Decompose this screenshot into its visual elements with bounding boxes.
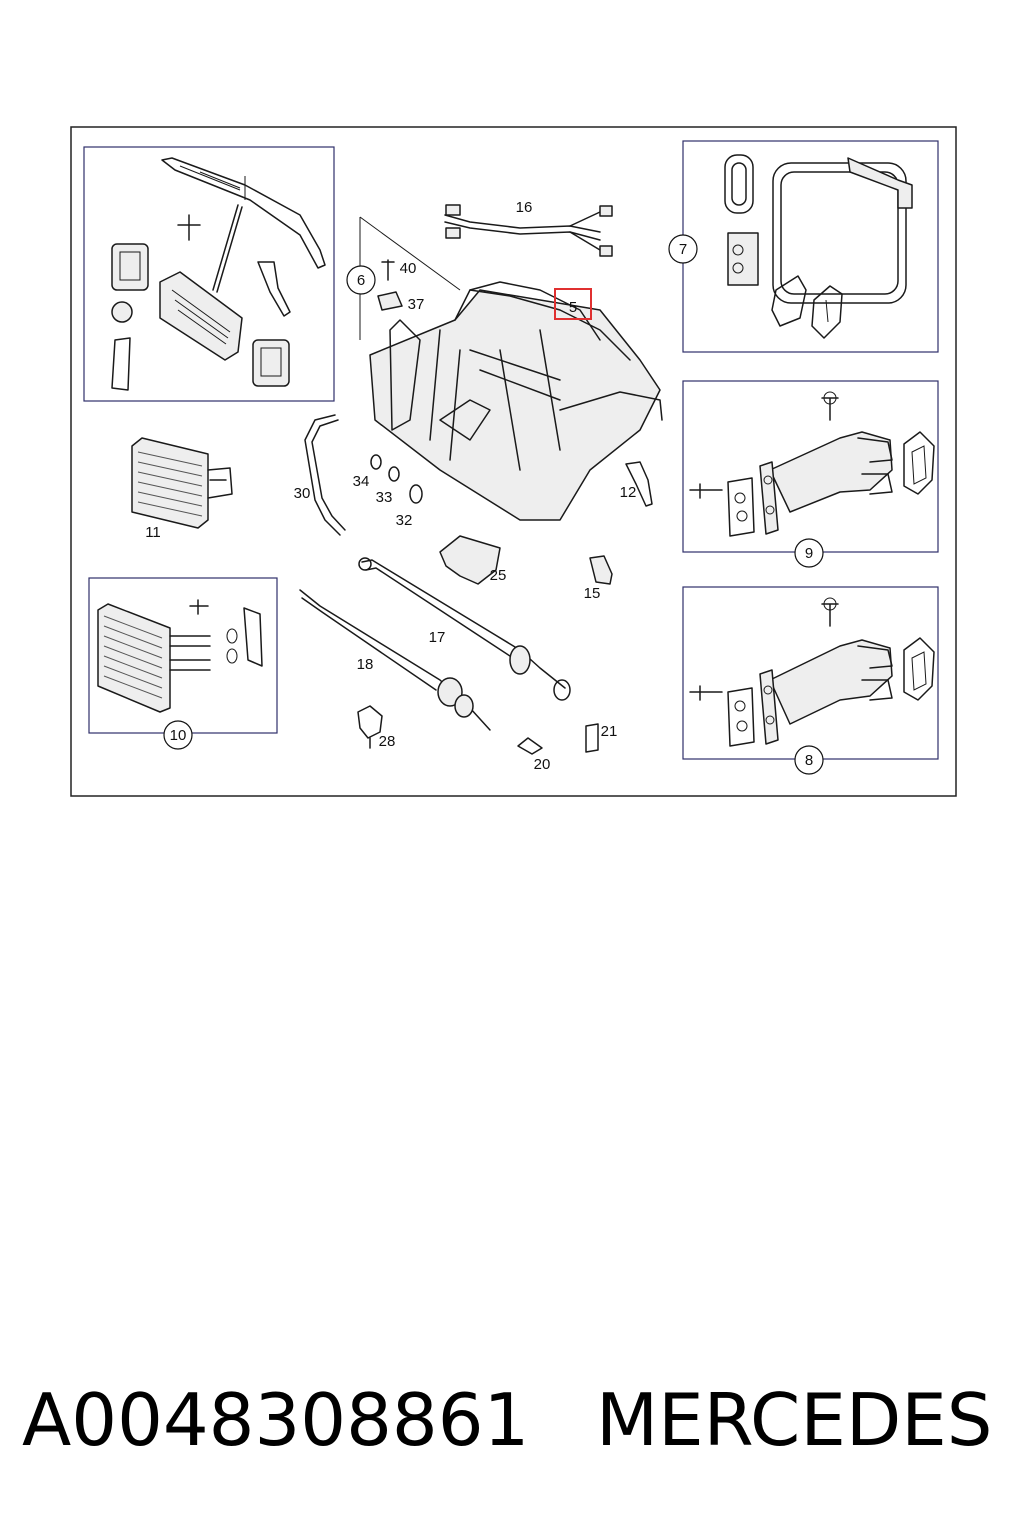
callout-32: 32	[396, 512, 413, 529]
panel-part-6	[83, 146, 335, 402]
panel-part-10	[88, 577, 278, 734]
brand-name: MERCEDES	[596, 1378, 993, 1462]
callout-34: 34	[353, 473, 370, 490]
callout-6: 6	[357, 272, 365, 289]
caption-bar: A0048308861 MERCEDES	[0, 1370, 1024, 1470]
part-11-evaporator	[131, 437, 233, 529]
panel-part-8	[682, 586, 939, 760]
part-number: A0048308861	[22, 1378, 530, 1462]
diagram-frame	[70, 126, 957, 797]
callout-28: 28	[379, 733, 396, 750]
callout-17: 17	[429, 629, 446, 646]
callout-16: 16	[516, 199, 533, 216]
callout-33: 33	[376, 489, 393, 506]
callout-9: 9	[805, 545, 813, 562]
callout-30: 30	[294, 485, 311, 502]
callout-circle-7	[668, 234, 698, 264]
callout-15: 15	[584, 585, 601, 602]
callout-circle-9	[794, 538, 824, 568]
callout-circle-10	[163, 720, 193, 750]
callout-circle-8	[794, 745, 824, 775]
callout-10: 10	[170, 727, 187, 744]
callout-8: 8	[805, 752, 813, 769]
highlight-box-part-5	[554, 288, 592, 320]
callout-5: 5	[569, 299, 577, 316]
callout-37: 37	[408, 296, 425, 313]
callout-21: 21	[601, 723, 618, 740]
callout-40: 40	[400, 260, 417, 277]
parts-diagram: 5 6 7 9 8 10 11 12 15 16 17 18 20 21 25 …	[70, 126, 957, 797]
callout-circle-6	[346, 265, 376, 295]
panel-part-7	[682, 140, 939, 353]
callout-20: 20	[534, 756, 551, 773]
callout-18: 18	[357, 656, 374, 673]
callout-12: 12	[620, 484, 637, 501]
part-5-housing	[359, 216, 663, 521]
callout-11: 11	[145, 524, 161, 541]
callout-25: 25	[490, 567, 507, 584]
panel-part-9	[682, 380, 939, 553]
loose-parts	[299, 204, 653, 755]
callout-7: 7	[679, 241, 687, 258]
